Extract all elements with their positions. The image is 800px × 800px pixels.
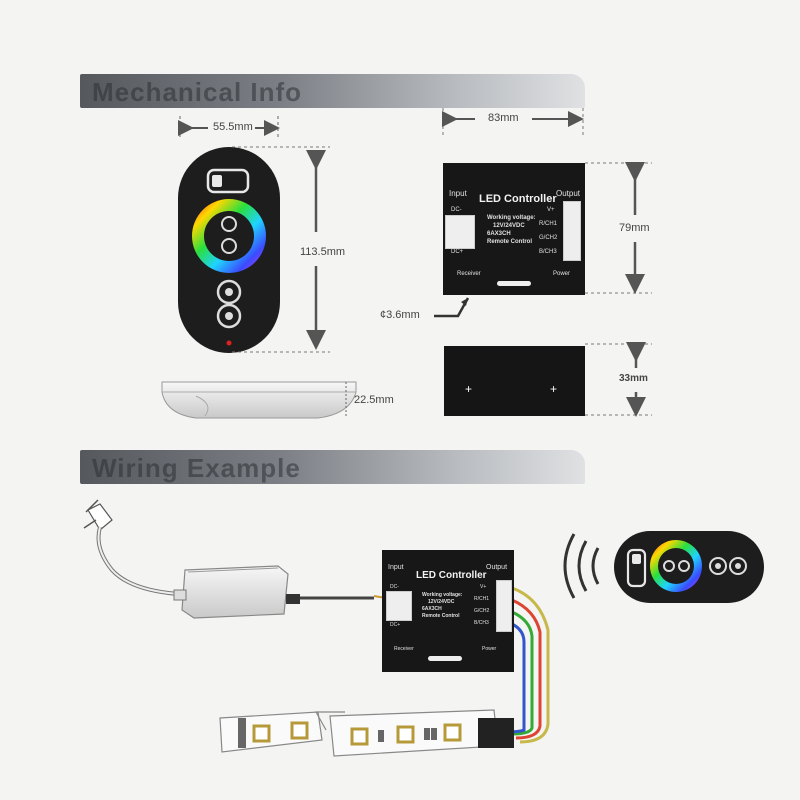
controller-spec-voltage-value: 12V/24VDC xyxy=(493,223,525,229)
mechanical-info-title: Mechanical Info xyxy=(92,77,303,107)
svg-text:+: + xyxy=(465,382,472,396)
controller-wiring-ch1: R/CH1 xyxy=(474,596,490,602)
controller-receiver: Receiver xyxy=(457,271,481,277)
remote-height-label: 113.5mm xyxy=(300,244,346,260)
output-terminal-block xyxy=(563,201,581,261)
controller-spec-remote: Remote Control xyxy=(487,239,532,245)
wireless-signal-icon xyxy=(563,533,600,599)
controller-wiring-ch2: G/CH2 xyxy=(474,608,490,614)
controller-wiring-dc-minus: DC- xyxy=(390,584,399,590)
input-terminal-block xyxy=(445,215,475,249)
controller-spec-current: 6AX3CH xyxy=(487,231,511,237)
power-adapter xyxy=(173,565,387,619)
wiring-example-title: Wiring Example xyxy=(92,453,301,483)
controller-power: Power xyxy=(553,271,571,277)
controller-wiring-input: Input xyxy=(388,564,404,571)
remote-front-view xyxy=(178,147,280,353)
controller-spec-voltage: Working voltage: xyxy=(487,215,536,221)
controller-wiring-title: LED Controller xyxy=(416,570,487,581)
controller-side-view xyxy=(444,346,585,416)
power-plug xyxy=(83,499,179,596)
controller-wiring-dc-plus: DC+ xyxy=(390,622,401,628)
mechanical-info-banner: Mechanical Info xyxy=(80,74,585,108)
hole-diameter-label: ¢3.6mm xyxy=(380,309,420,321)
mounting-slot xyxy=(497,281,531,286)
controller-wiring-spec3: 6AX3CH xyxy=(422,606,442,612)
remote-width-label: 55.5mm xyxy=(211,121,255,133)
wiring-output-terminal xyxy=(496,580,512,632)
controller-v-plus: V+ xyxy=(547,207,555,213)
controller-dc-minus: DC- xyxy=(451,207,462,213)
controller-width-label: 83mm xyxy=(488,112,519,124)
remote-side-view xyxy=(161,381,357,419)
controller-wiring-ch3: B/CH3 xyxy=(474,620,489,626)
wiring-example-banner: Wiring Example xyxy=(80,450,585,484)
controller-title: LED Controller xyxy=(479,193,557,205)
led-controller-mechanical: Input LED Controller Output DC- DC+ Work… xyxy=(443,163,585,295)
controller-wiring-spec2: 12V/24VDC xyxy=(428,599,455,605)
controller-depth-label: 33mm xyxy=(619,373,648,384)
controller-dc-plus: DC+ xyxy=(451,249,464,255)
controller-wiring-receiver: Receiver xyxy=(394,646,414,652)
controller-height-label: 79mm xyxy=(619,222,650,234)
led-strip xyxy=(219,709,514,757)
svg-text:+: + xyxy=(550,382,557,396)
wiring-input-terminal xyxy=(386,591,412,621)
controller-wiring-power: Power xyxy=(482,646,497,652)
controller-ch1: R/CH1 xyxy=(539,221,558,227)
controller-wiring-spec1: Working voltage: xyxy=(422,592,463,598)
controller-wiring-v-plus: V+ xyxy=(480,584,487,590)
controller-wiring-spec4: Remote Control xyxy=(422,613,460,619)
controller-output-label: Output xyxy=(556,189,581,198)
controller-ch3: B/CH3 xyxy=(539,249,557,255)
controller-ch2: G/CH2 xyxy=(539,235,558,241)
controller-input-label: Input xyxy=(449,189,467,198)
wiring-mounting-slot xyxy=(428,656,462,661)
controller-wiring-output: Output xyxy=(486,564,508,571)
remote-thickness-label: 22.5mm xyxy=(354,394,394,406)
remote-wiring-view xyxy=(614,531,764,603)
led-controller-wiring: Input LED Controller Output DC- DC+ Work… xyxy=(382,550,514,672)
